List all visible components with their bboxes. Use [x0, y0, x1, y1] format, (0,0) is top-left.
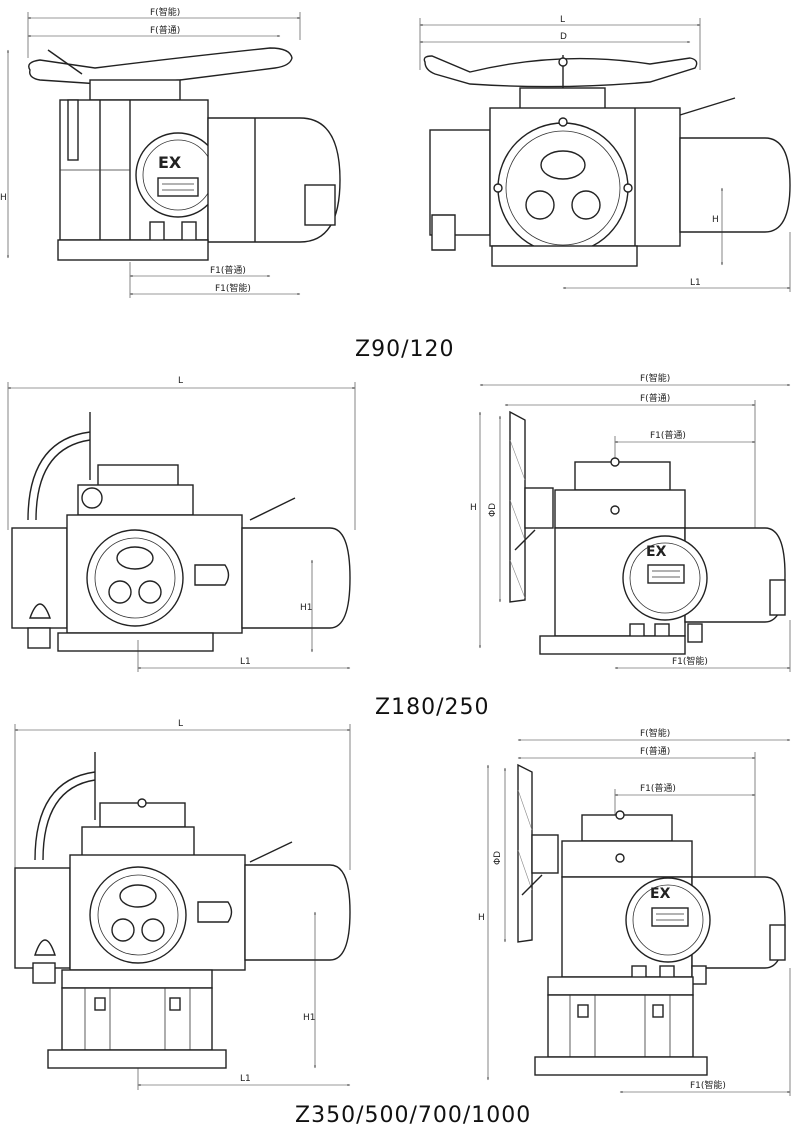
- dim-label-l1-z180: L1: [240, 657, 251, 667]
- caption-z90: Z90/120: [355, 337, 454, 362]
- dim-label-h-z90: H: [0, 193, 7, 203]
- dim-label-l-z90: L: [560, 15, 565, 25]
- view-z350-side: L H1 L1: [14, 719, 351, 1090]
- nameplate-z180: [647, 564, 685, 584]
- lever-z350: [249, 841, 293, 863]
- dim-label-f1-smart-z180: F1(智能): [672, 655, 708, 667]
- view-z180-side: L H1 L1: [7, 376, 356, 672]
- indicator-window-z90: [540, 150, 586, 180]
- dim-label-f1-smart-z350: F1(智能): [690, 1079, 726, 1091]
- knob-right-z90: [571, 190, 601, 220]
- view-z90-side: F(智能) F(普通) H EX F1(普通): [0, 6, 341, 298]
- dim-label-f1-normal-z350: F1(普通): [640, 782, 676, 794]
- view-z90-front: L D H L1: [419, 15, 791, 292]
- dim-label-f-normal: F(普通): [150, 24, 180, 36]
- dim-label-f1-smart-z90: F1(智能): [215, 282, 251, 294]
- handwheel-z90: [28, 47, 293, 85]
- dim-label-h1-z180: H1: [300, 603, 313, 613]
- cable-gland-z350: [32, 962, 56, 984]
- dim-label-f1-normal-z90: F1(普通): [210, 264, 246, 276]
- dim-label-f-smart-z350: F(智能): [640, 727, 670, 739]
- dim-label-h1-z350: H1: [303, 1013, 316, 1023]
- dim-label-h-z180: H: [470, 503, 477, 513]
- view-z350-front: F(智能) F(普通) F1(普通) H ΦD EX: [478, 727, 791, 1096]
- lever-z180: [249, 497, 296, 521]
- lever-z90-front: [679, 97, 736, 116]
- caption-z180: Z180/250: [375, 695, 489, 720]
- ex-mark-z350: EX: [650, 886, 671, 902]
- view-z180-front: F(智能) F(普通) F1(普通) H ΦD EX: [470, 372, 791, 672]
- base-plate-z180-front: [539, 635, 686, 655]
- dim-label-l1-z350: L1: [240, 1074, 251, 1084]
- ex-mark-z180: EX: [646, 544, 667, 560]
- base-plate-z90: [57, 239, 209, 261]
- round-cover-z180: [86, 529, 184, 627]
- nameplate-z350: [651, 907, 689, 927]
- dim-label-f1-normal-z180: F1(普通): [650, 429, 686, 441]
- base-plate-z180: [57, 632, 214, 652]
- motor-z180: [241, 527, 351, 629]
- dim-label-f-normal-z180: F(普通): [640, 392, 670, 404]
- motor-z180-front: [684, 527, 786, 623]
- base-plate-z350: [61, 969, 213, 989]
- dim-label-f-normal-z350: F(普通): [640, 745, 670, 757]
- handwheel-edge-z350: [517, 763, 533, 943]
- base-plate-z90-front: [491, 245, 638, 267]
- cable-gland-z180-front-c: [687, 623, 703, 643]
- dim-label-l-z350: L: [178, 719, 183, 729]
- cable-gland-z90-front: [431, 214, 456, 251]
- ex-mark-z90: EX: [158, 153, 182, 172]
- cable-gland-z90-a: [149, 221, 165, 243]
- nameplate-z90: [157, 177, 199, 197]
- dim-label-l1-z90: L1: [690, 278, 701, 288]
- dim-label-f-smart: F(智能): [150, 6, 180, 18]
- cable-gland-z180: [27, 627, 51, 649]
- motor-z90-front: [679, 137, 791, 233]
- dim-label-l-z180: L: [178, 376, 183, 386]
- dim-label-phid-z180: ΦD: [488, 503, 498, 517]
- hand-arc-z350: [34, 771, 96, 861]
- dim-label-f-smart-z180: F(智能): [640, 372, 670, 384]
- dim-label-d-z90: D: [560, 32, 567, 42]
- round-cover-z90: [497, 122, 629, 254]
- motor-z350-front: [691, 876, 786, 969]
- mounting-flange-z350-front: [534, 1056, 708, 1076]
- round-cover-z350: [89, 866, 187, 964]
- caption-z350: Z350/500/700/1000: [295, 1103, 531, 1128]
- dim-label-h-z350: H: [478, 913, 485, 923]
- knob-left-z90: [525, 190, 555, 220]
- motor-z350: [244, 864, 351, 961]
- dim-label-phid-z350: ΦD: [493, 851, 503, 865]
- mounting-flange-z350: [47, 1049, 227, 1069]
- cable-gland-z350-front-c: [691, 965, 707, 985]
- handwheel-z90-front: [423, 55, 698, 88]
- handwheel-edge-z180: [509, 410, 526, 603]
- cable-gland-z90-b: [181, 221, 197, 243]
- dim-label-h-z90-front: H: [712, 215, 719, 225]
- hand-arc-z180: [27, 431, 91, 521]
- wheel-handle-z90: [47, 49, 83, 75]
- base-plate-z350-front: [547, 976, 694, 996]
